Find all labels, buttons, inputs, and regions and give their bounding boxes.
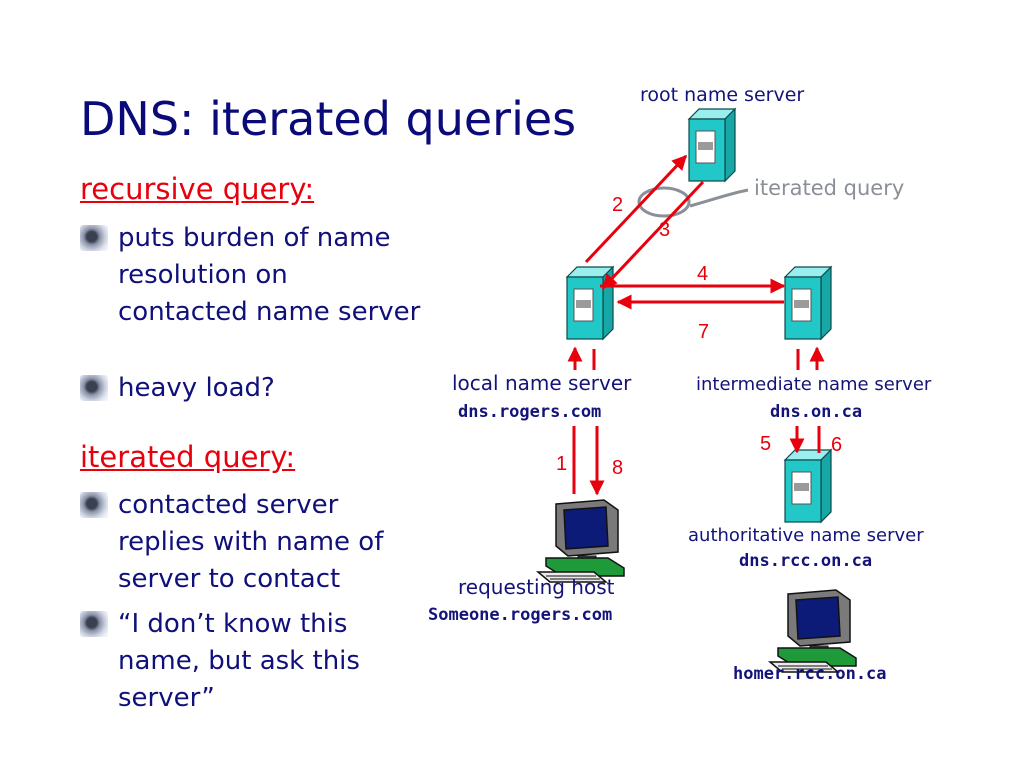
root-server-icon — [688, 108, 736, 182]
step-number: 4 — [697, 263, 708, 285]
iterated-query-callout-ellipse — [637, 186, 691, 218]
local-server-hostname: dns.rogers.com — [458, 402, 602, 422]
bullet-icon — [80, 611, 108, 637]
root-server-label: root name server — [640, 84, 805, 106]
step-number: 5 — [760, 433, 771, 455]
authoritative-server-hostname: dns.rcc.on.ca — [739, 551, 873, 571]
homer-computer-icon — [769, 589, 857, 673]
bullet-item: “I don’t know this name, but ask this se… — [80, 606, 425, 717]
bullet-text: contacted server replies with name of se… — [118, 490, 384, 594]
bullet-icon — [80, 492, 108, 518]
step-number: 7 — [698, 321, 709, 343]
authoritative-server-label: authoritative name server — [688, 525, 924, 546]
arrow-step-2 — [584, 154, 688, 264]
iterated-query-callout-label: iterated query — [754, 176, 905, 200]
step-number: 3 — [659, 219, 670, 241]
step-number: 6 — [831, 434, 842, 456]
homer-hostname: homer.rcc.on.ca — [733, 664, 887, 684]
bullet-icon — [80, 225, 108, 251]
intermediate-server-icon — [784, 266, 832, 340]
bullet-text: heavy load? — [118, 373, 275, 403]
local-server-icon — [566, 266, 614, 340]
intermediate-server-hostname: dns.on.ca — [770, 402, 863, 422]
bullet-item: contacted server replies with name of se… — [80, 487, 425, 598]
slide-title: DNS: iterated queries — [80, 92, 577, 146]
bullet-icon — [80, 375, 108, 401]
step-number: 2 — [612, 194, 623, 216]
requesting-host-computer-icon — [537, 499, 625, 583]
requesting-host-hostname: Someone.rogers.com — [428, 605, 613, 625]
bullet-text: puts burden of name resolution on contac… — [118, 223, 421, 327]
callout-leader-line — [689, 188, 749, 208]
bullet-item: heavy load? — [80, 370, 425, 407]
local-server-label: local name server — [452, 371, 632, 395]
step-number: 1 — [556, 453, 567, 475]
authoritative-server-icon — [784, 449, 832, 523]
bullet-text: “I don’t know this name, but ask this se… — [118, 609, 360, 713]
iterated-query-heading: iterated query: — [80, 440, 296, 474]
recursive-query-heading: recursive query: — [80, 172, 315, 206]
bullet-item: puts burden of name resolution on contac… — [80, 220, 425, 331]
requesting-host-label: requesting host — [458, 575, 615, 599]
step-number: 8 — [612, 457, 623, 479]
arrow-step-3 — [601, 180, 705, 290]
intermediate-server-label: intermediate name server — [696, 374, 932, 395]
